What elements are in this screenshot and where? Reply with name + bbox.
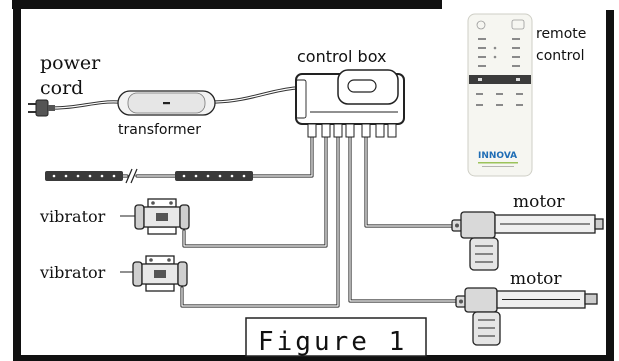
motor-bottom-label: motor [510, 269, 562, 289]
break-mark-icon [125, 168, 133, 184]
diagram-frame [12, 0, 614, 361]
transformer-icon [117, 90, 216, 116]
vibrator-top-label: vibrator [39, 207, 106, 226]
power-cord-label-line1: power [40, 52, 101, 74]
vibrator-bottom-label: vibrator [39, 263, 106, 282]
transformer-label: transformer [118, 122, 201, 138]
power-cord-label-line2: cord [40, 77, 83, 99]
led-strip-icon [45, 168, 253, 184]
remote-control-label-line1: remote [536, 26, 586, 42]
frame-right [606, 10, 614, 361]
led-cable-to-box [251, 135, 314, 178]
remote-logo: INNOVA [478, 151, 517, 161]
transformer-to-box-cable-core [214, 87, 297, 103]
vibrator-bottom-cable [180, 135, 340, 308]
remote-control-icon: INNOVA [467, 13, 533, 177]
power-cord-cable-core [53, 101, 119, 109]
remote-control-label-line2: control [536, 48, 585, 64]
figure-caption-box: Figure 1 [245, 317, 427, 357]
figure-caption: Figure 1 [258, 327, 407, 357]
frame-bottom [13, 355, 614, 361]
cables [52, 86, 460, 308]
vibrator-icon [132, 255, 188, 292]
led-cable-to-box-core [252, 136, 313, 177]
plug-icon [28, 99, 55, 117]
motor-bottom-cable-core [349, 136, 459, 302]
motor-top-cable-core [365, 136, 455, 227]
vibrator-top-cable [182, 135, 328, 248]
control-box-ports [307, 123, 397, 138]
vibrator-bottom-cable-core [181, 136, 339, 307]
control-box-label: control box [297, 47, 386, 66]
linear-actuator-motor-icon [455, 287, 598, 346]
frame-left [13, 0, 21, 361]
control-box-icon [295, 69, 405, 138]
remote-buttons [476, 38, 523, 106]
frame-top [12, 0, 442, 9]
vibrator-top-cable-core [183, 136, 327, 247]
motor-top-cable [364, 135, 456, 228]
motor-top-label: motor [513, 192, 565, 212]
vibrator-icon [134, 198, 190, 235]
linear-actuator-motor-icon [451, 211, 604, 271]
